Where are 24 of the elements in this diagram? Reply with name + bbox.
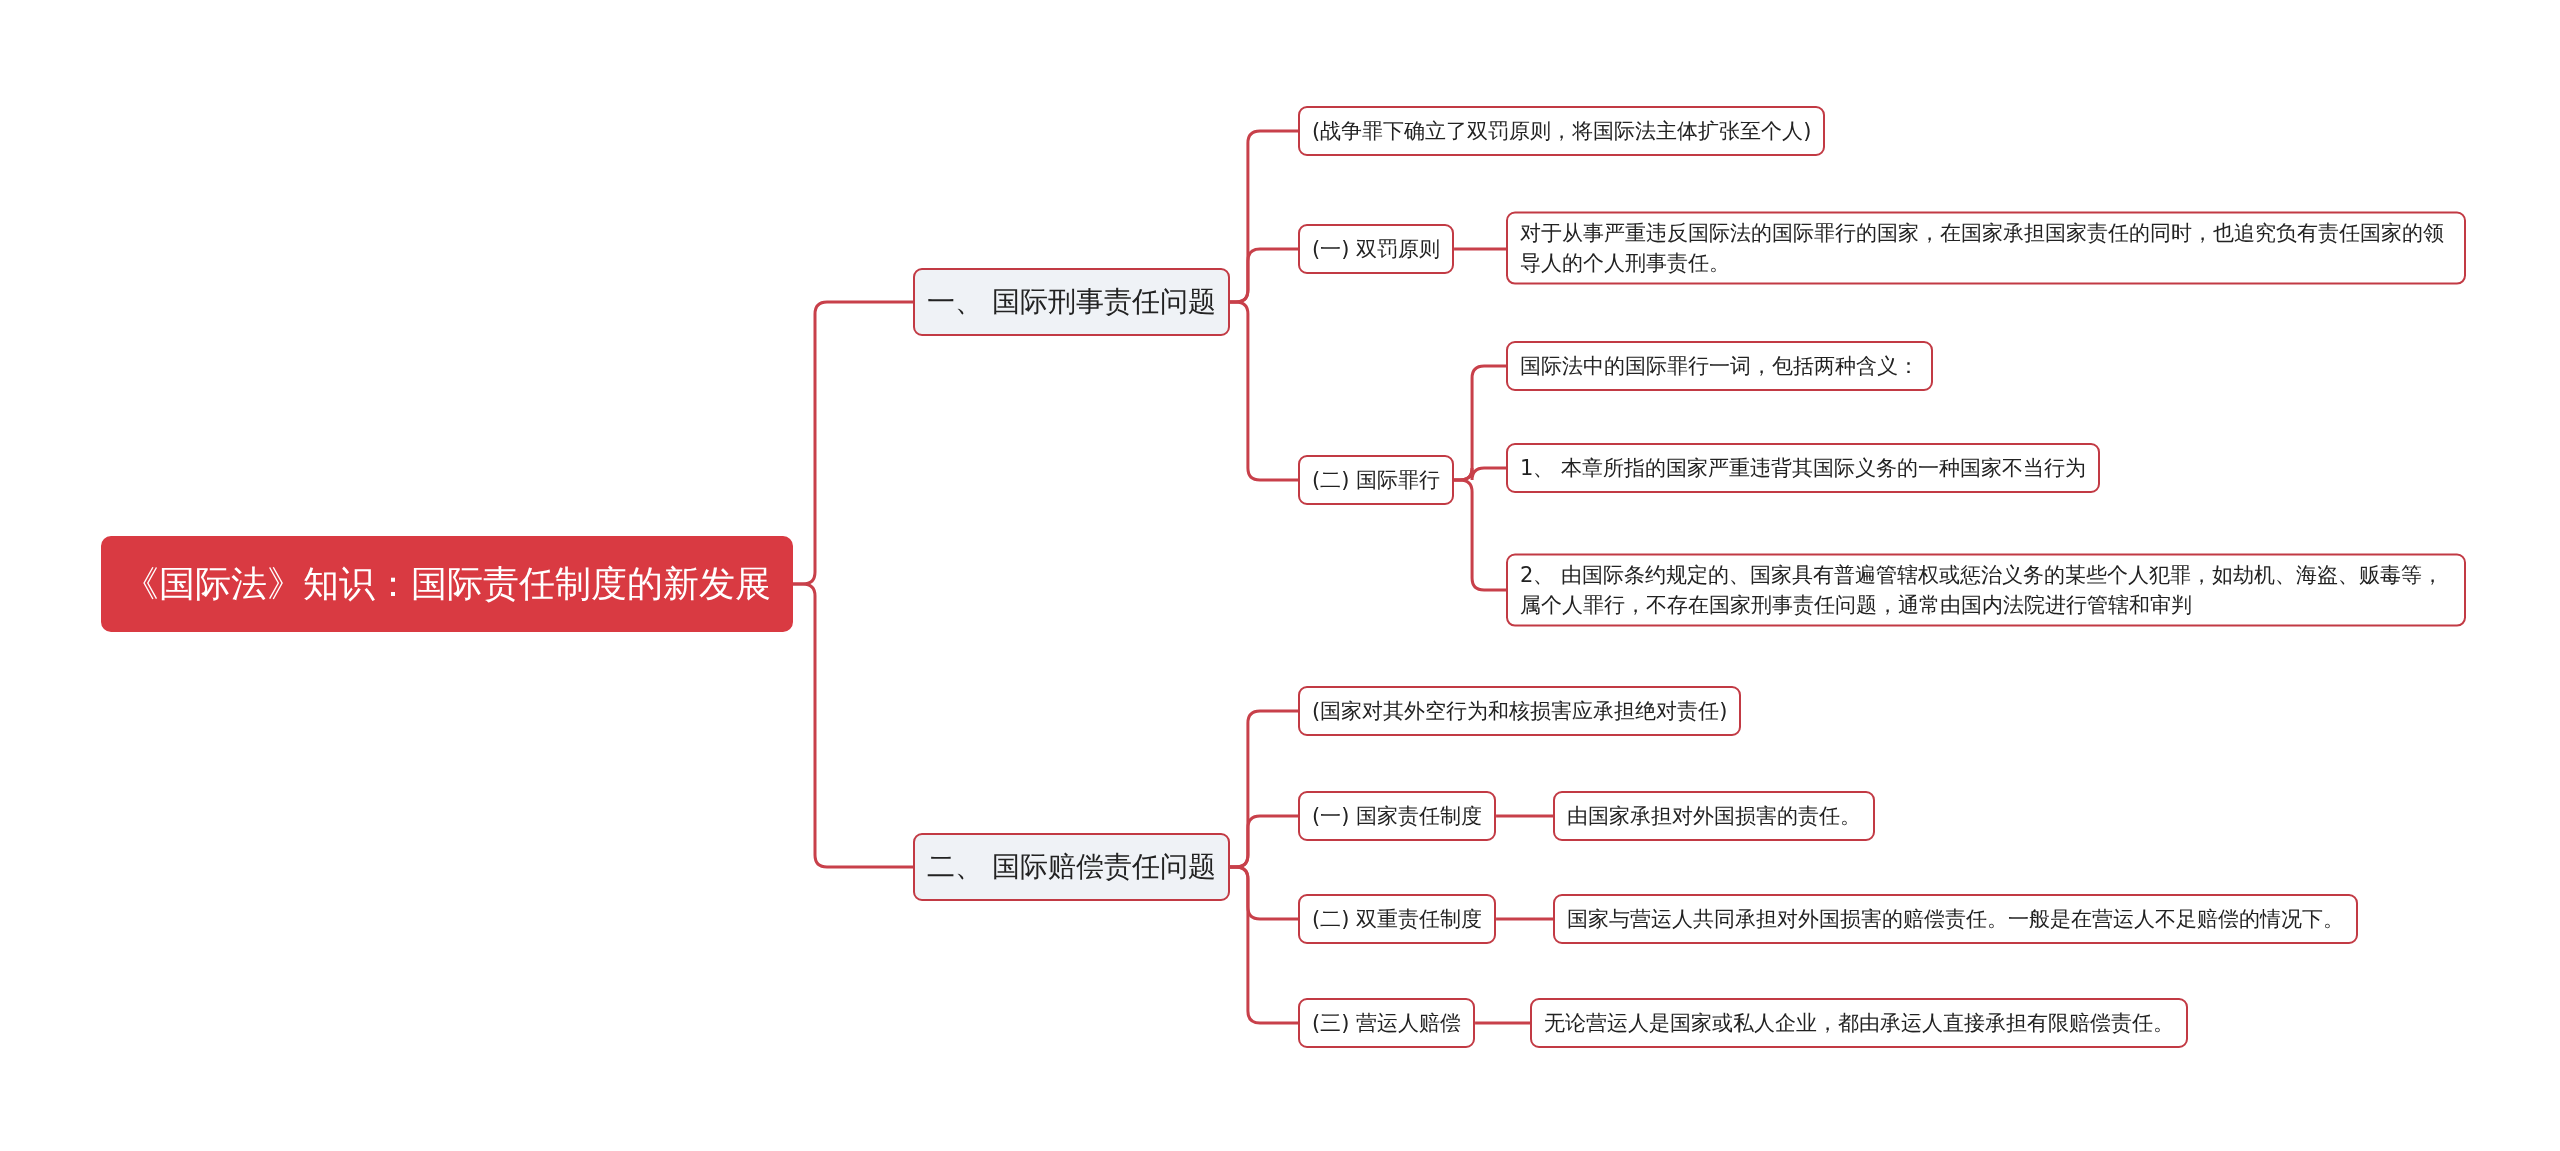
subtopic-box: 1、 本章所指的国家严重违背其国际义务的一种国家不当行为 [1506, 443, 2101, 493]
subtopic-box: 2、 由国际条约规定的、国家具有普遍管辖权或惩治义务的某些个人犯罪，如劫机、海盗、贩毒等，属个人罪行，不存在国家刑事责任问题，通常由国内法院进行管辖和审判 [1506, 553, 2466, 627]
connector-line [793, 582, 913, 869]
subtopic-box: (三) 营运人赔偿 [1298, 998, 1476, 1048]
subtopic-box: (二) 国际罪行 [1298, 455, 1455, 505]
subtopic-box: (一) 国家责任制度 [1298, 791, 1497, 841]
subtopic-box: (战争罪下确立了双罚原则，将国际法主体扩张至个人) [1298, 106, 1826, 156]
subtopic-box: 国家与营运人共同承担对外国损害的赔偿责任。一般是在营运人不足赔偿的情况下。 [1553, 894, 2358, 944]
topic-box: 二、 国际赔偿责任问题 [913, 833, 1230, 901]
connector-line [1475, 1021, 1530, 1025]
subtopic-box: (二) 双重责任制度 [1298, 894, 1497, 944]
subtopic-box: (国家对其外空行为和核损害应承担绝对责任) [1298, 686, 1742, 736]
root-topic-box: 《国际法》知识：国际责任制度的新发展 [101, 536, 793, 632]
subtopic-box: 国际法中的国际罪行一词，包括两种含义： [1506, 341, 1933, 391]
connector-line [1229, 300, 1298, 482]
connector-line [1229, 865, 1298, 1025]
connector-line [1496, 814, 1553, 818]
subtopic-box: 对于从事严重违反国际法的国际罪行的国家，在国家承担国家责任的同时，也追究负有责任国家的领导人的个人刑事责任。 [1506, 211, 2466, 285]
subtopic-box: 由国家承担对外国损害的责任。 [1553, 791, 1875, 841]
subtopic-box: (一) 双罚原则 [1298, 224, 1455, 274]
subtopic-box: 无论营运人是国家或私人企业，都由承运人直接承担有限赔偿责任。 [1530, 998, 2188, 1048]
connector-line [1454, 247, 1506, 251]
topic-box: 一、 国际刑事责任问题 [913, 268, 1230, 336]
connector-line [1496, 917, 1553, 921]
